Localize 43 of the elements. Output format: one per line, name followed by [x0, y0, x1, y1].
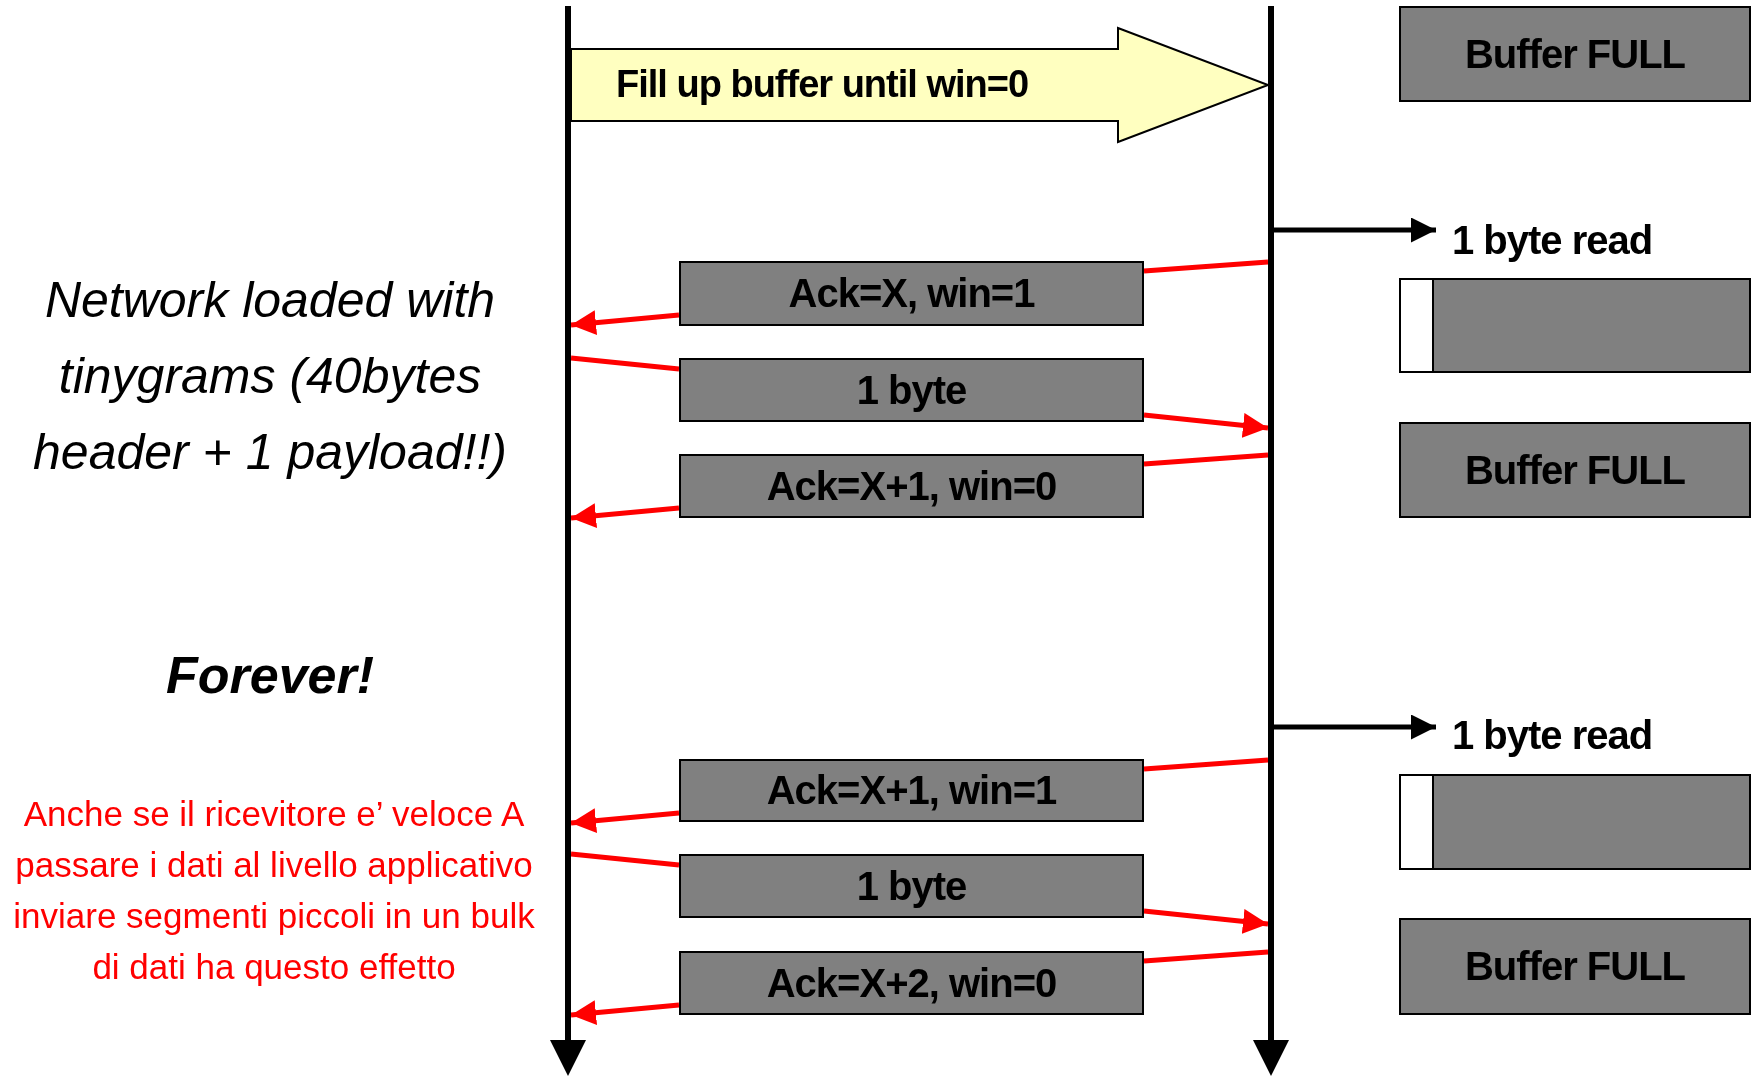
read-note: 1 byte read	[1451, 217, 1653, 263]
message-label: Ack=X+1, win=0	[766, 463, 1057, 509]
message-label: Ack=X+1, win=1	[766, 768, 1057, 813]
read-note: 1 byte read	[1451, 712, 1653, 758]
buffer-bar	[1399, 6, 1751, 102]
arrow	[1143, 908, 1269, 934]
arrow	[570, 310, 680, 336]
message-label: 1 byte	[856, 367, 967, 413]
message-label: Ack=X, win=1	[788, 271, 1035, 316]
buffer-label: Buffer FULL	[1464, 944, 1686, 989]
edge-label: Fill up buffer until win=0	[616, 62, 1029, 107]
buffer-bar	[1399, 918, 1751, 1015]
message-label: 1 byte	[856, 863, 967, 909]
buffer-label: Buffer FULL	[1464, 31, 1686, 77]
message-box	[679, 854, 1144, 918]
connector-line	[1143, 949, 1269, 964]
connector-line	[1143, 757, 1269, 772]
side-note: Anche se il ricevitore e’ veloce A passare i dati al livello applicativo inviare segmenti piccoli in un bulk di dati ha questo effetto	[12, 793, 536, 988]
side-note: Network loaded with tinygrams (40bytes header + 1 payload!!)	[32, 271, 508, 482]
buffer-label: Buffer FULL	[1464, 447, 1686, 493]
connector-line	[1143, 259, 1269, 274]
buffer-bar	[1399, 278, 1751, 373]
arrow	[1143, 412, 1269, 438]
buffer-bar	[1399, 422, 1751, 518]
arrow	[570, 503, 680, 529]
lifeline	[1253, 6, 1289, 1076]
arrow	[1274, 714, 1436, 740]
lifeline	[550, 6, 586, 1076]
message-box	[679, 454, 1144, 518]
connector-line	[1143, 452, 1269, 467]
message-box	[679, 951, 1144, 1015]
connector-line	[570, 355, 680, 372]
message-label: Ack=X+2, win=0	[766, 960, 1057, 1006]
message-box	[679, 358, 1144, 422]
block-arrow	[570, 26, 1271, 144]
arrow	[570, 808, 680, 834]
message-box	[679, 261, 1144, 326]
connector-line	[570, 851, 680, 868]
side-note: Forever!	[164, 645, 376, 705]
arrow	[1274, 217, 1436, 243]
buffer-bar	[1399, 774, 1751, 870]
arrow	[570, 1000, 680, 1026]
message-box	[679, 759, 1144, 822]
